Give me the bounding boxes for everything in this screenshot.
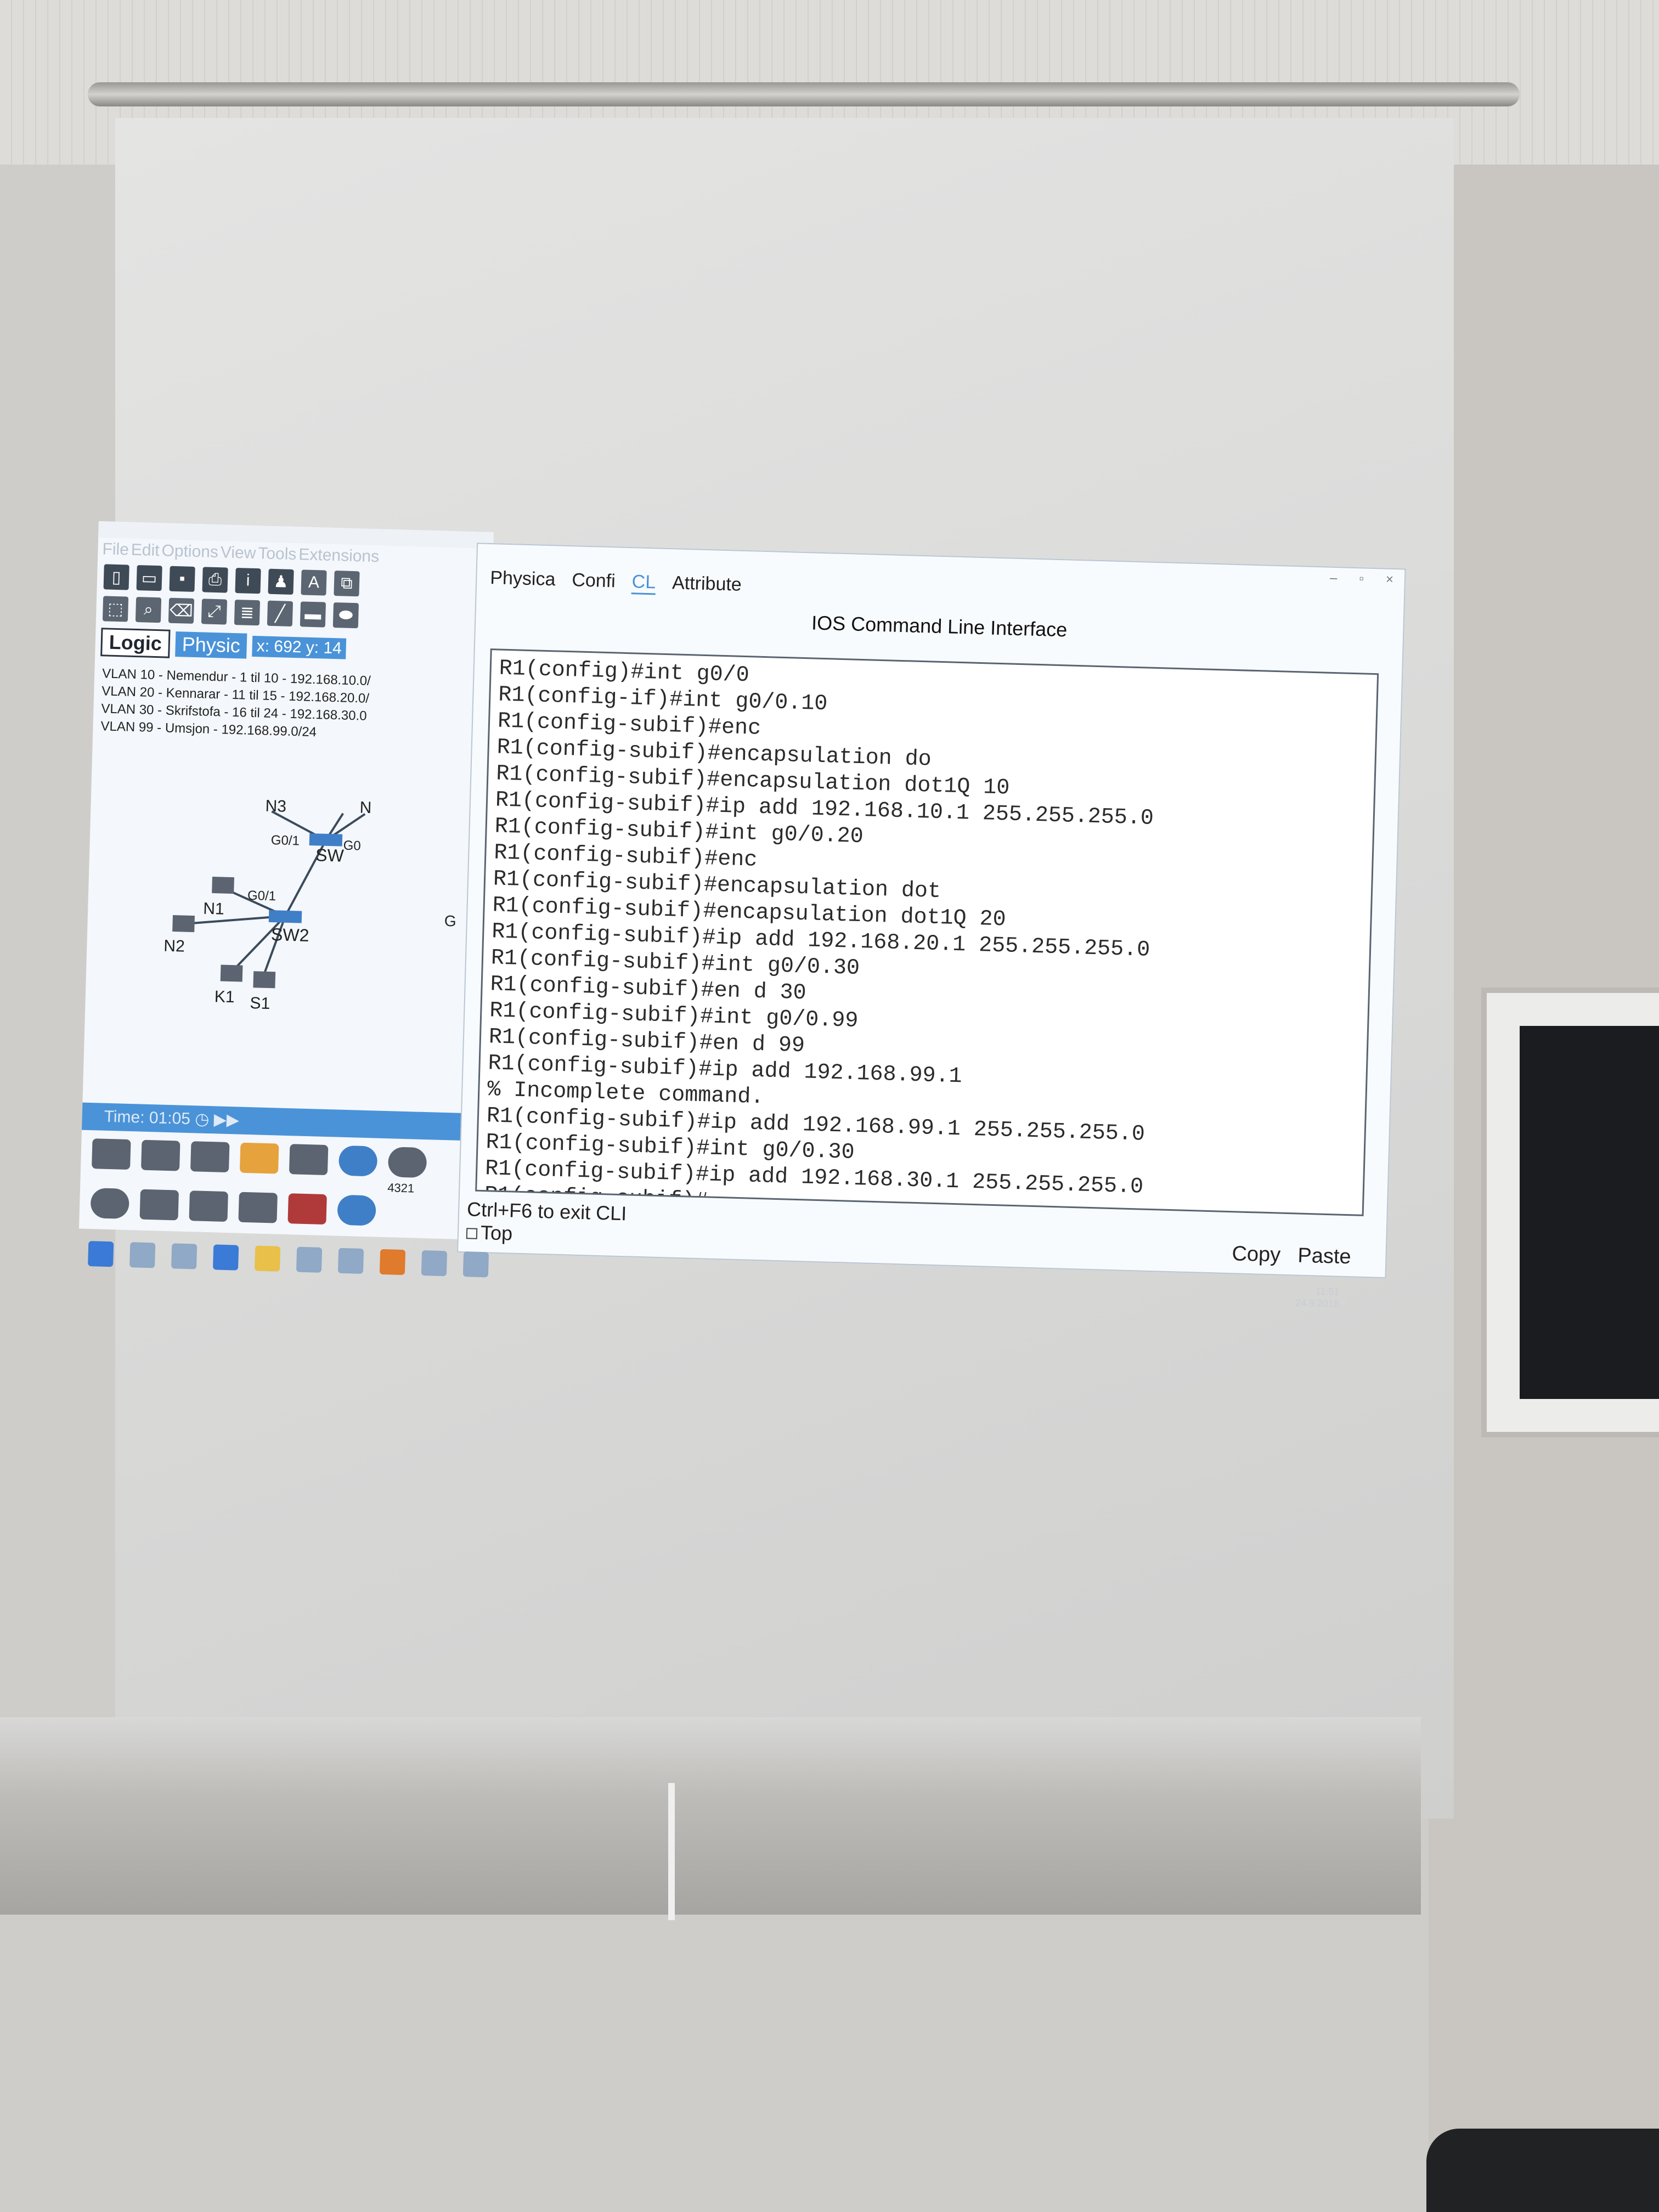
- draw-ellipse-icon[interactable]: ⬬: [332, 602, 359, 629]
- menu-edit[interactable]: Edit: [131, 540, 160, 560]
- user-profile-icon[interactable]: A: [301, 569, 327, 596]
- switch-category-icon[interactable]: [190, 1141, 230, 1173]
- label-sw2: SW2: [271, 924, 309, 945]
- label-port-g01: G0/1: [271, 833, 300, 848]
- menu-options[interactable]: Options: [161, 541, 219, 562]
- screen-bottom-bar: [0, 1717, 1421, 1915]
- label-n2: N2: [163, 937, 185, 956]
- tab-attributes[interactable]: Attribute: [672, 572, 742, 595]
- device-palette: 4321: [79, 1133, 476, 1237]
- pc-s1-icon[interactable]: [253, 971, 276, 989]
- menu-view[interactable]: View: [220, 543, 256, 563]
- switch-sw2-icon[interactable]: [268, 910, 302, 923]
- label-sw: SW: [315, 845, 345, 865]
- router-model-icon[interactable]: [387, 1147, 427, 1178]
- close-icon[interactable]: ×: [1385, 572, 1394, 587]
- cloud-category-icon[interactable]: [338, 1145, 378, 1177]
- menu-tools[interactable]: Tools: [257, 544, 297, 564]
- switch-sw-icon[interactable]: [309, 833, 343, 847]
- hub-icon[interactable]: [189, 1190, 228, 1222]
- mail-icon[interactable]: [337, 1248, 364, 1274]
- top-checkbox-label: Top: [480, 1221, 513, 1245]
- resize-icon[interactable]: ⤢: [201, 599, 228, 625]
- draw-rectangle-icon[interactable]: ▬: [300, 601, 326, 628]
- edge-icon[interactable]: [212, 1244, 239, 1271]
- activity-wizard-icon[interactable]: ♟: [268, 568, 294, 595]
- search-icon[interactable]: [129, 1242, 156, 1268]
- label-n1: N1: [203, 900, 224, 918]
- pc-category-icon[interactable]: [141, 1139, 180, 1171]
- inspect-icon[interactable]: ⌕: [135, 596, 162, 623]
- store-icon[interactable]: [296, 1246, 323, 1273]
- device-model-label: 4321: [387, 1181, 415, 1195]
- coordinate-readout: x: 692 y: 14: [252, 635, 347, 659]
- label-port-g01-sw2: G0/1: [247, 888, 276, 904]
- physical-mode-tab[interactable]: Physic: [175, 631, 247, 659]
- paste-button[interactable]: Paste: [1297, 1244, 1352, 1269]
- folder-category-icon[interactable]: [289, 1144, 329, 1176]
- projected-desktop: File Edit Options View Tools Extensions …: [78, 521, 1406, 1310]
- app-icon[interactable]: [462, 1251, 489, 1278]
- menu-file[interactable]: File: [102, 540, 129, 559]
- menu-extensions[interactable]: Extensions: [298, 545, 380, 566]
- chair: [1426, 2129, 1659, 2212]
- packet-tracer-window: File Edit Options View Tools Extensions …: [78, 521, 500, 1240]
- copy-button[interactable]: Copy: [1231, 1242, 1281, 1267]
- router-category-icon[interactable]: [92, 1138, 131, 1170]
- task-view-icon[interactable]: [171, 1243, 198, 1269]
- save-icon[interactable]: ▪: [169, 566, 195, 592]
- pc-n2-icon[interactable]: [172, 915, 195, 933]
- copy-icon[interactable]: ⧉: [334, 571, 360, 597]
- topology-canvas: N3 N G0/1 G0 SW G0/1 N1 SW2 N2 K1 S1 G: [163, 797, 456, 1013]
- packet-tracer-icon[interactable]: [421, 1250, 448, 1277]
- draw-line-icon[interactable]: ╱: [267, 600, 294, 627]
- label-n4: N: [359, 798, 372, 817]
- label-s1: S1: [250, 994, 270, 1013]
- pc-n1-icon[interactable]: [212, 877, 234, 894]
- maximize-icon[interactable]: ▫: [1359, 571, 1364, 586]
- pc-k1-icon[interactable]: [220, 964, 243, 982]
- wireless-icon[interactable]: [238, 1192, 278, 1223]
- firefox-icon[interactable]: [379, 1249, 406, 1276]
- tab-config[interactable]: Confi: [571, 569, 616, 592]
- label-n3: N3: [265, 797, 286, 816]
- tab-cli[interactable]: CL: [631, 571, 656, 595]
- info-icon[interactable]: i: [235, 568, 261, 594]
- screen-rail: [88, 82, 1520, 106]
- windows-start-icon[interactable]: [88, 1240, 114, 1267]
- wan-cloud-icon[interactable]: [337, 1194, 376, 1226]
- router-icon[interactable]: [90, 1188, 130, 1220]
- clock-time: 11:51: [1315, 1285, 1340, 1297]
- logical-mode-tab[interactable]: Logic: [100, 628, 171, 658]
- vlan-notes: VLAN 10 - Nemendur - 1 til 10 - 192.168.…: [93, 659, 490, 752]
- pull-cord: [668, 1783, 675, 1920]
- select-icon[interactable]: ⬚: [102, 596, 129, 622]
- new-file-icon[interactable]: ▯: [103, 564, 129, 590]
- delete-icon[interactable]: ⌫: [168, 597, 195, 624]
- clock-icon[interactable]: ◷ ▶▶: [194, 1110, 240, 1130]
- label-k1: K1: [214, 988, 235, 1006]
- security-icon[interactable]: [287, 1193, 327, 1225]
- print-icon[interactable]: ⎙: [202, 567, 228, 593]
- system-clock[interactable]: 11:51 24.9.2018: [1295, 1284, 1340, 1310]
- file-explorer-icon[interactable]: [254, 1245, 281, 1272]
- top-checkbox[interactable]: Top: [466, 1221, 513, 1245]
- time-label: Time: 01:05: [104, 1107, 191, 1128]
- open-folder-icon[interactable]: ▭: [136, 565, 162, 591]
- clock-date: 24.9.2018: [1295, 1297, 1340, 1310]
- label-port-g0: G0: [343, 838, 361, 854]
- tab-physical[interactable]: Physica: [489, 567, 556, 590]
- note-icon[interactable]: ≣: [234, 599, 261, 626]
- minimize-icon[interactable]: –: [1329, 570, 1338, 586]
- switch-icon[interactable]: [139, 1189, 179, 1221]
- label-g-edge: G: [444, 912, 456, 930]
- router-cli-window: – ▫ × Physica Confi CL Attribute IOS Com…: [457, 543, 1406, 1279]
- wall-cabinet: [1481, 988, 1659, 1437]
- connections-category-icon[interactable]: [239, 1142, 279, 1174]
